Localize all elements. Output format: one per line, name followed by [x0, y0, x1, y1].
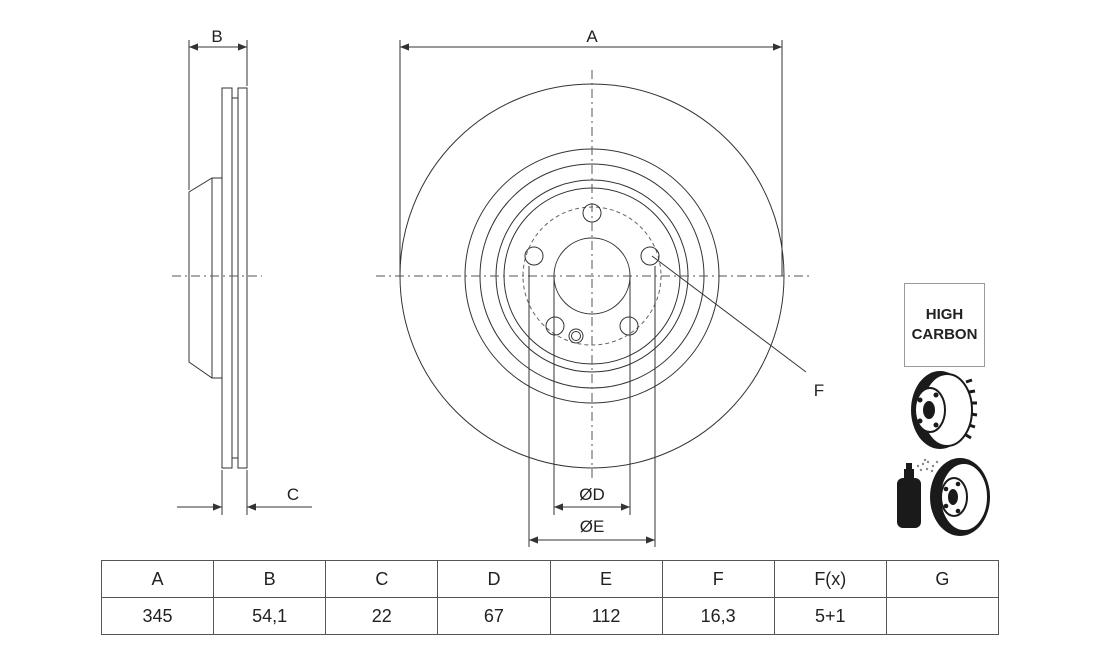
value-cell-g — [885, 597, 1000, 635]
dimension-f-label: F — [814, 381, 824, 400]
header-cell-f: F — [661, 560, 775, 598]
header-cell-b: B — [213, 560, 327, 598]
value-cell-f: 16,3 — [661, 597, 775, 635]
value-cell-b: 54,1 — [213, 597, 327, 635]
dimension-d-label: ØD — [579, 485, 605, 504]
badge-line-1: HIGH — [925, 306, 964, 323]
value-cell-fx: 5+1 — [773, 597, 887, 635]
front-view: A ØD ØE F — [376, 27, 824, 547]
spray-coated-disc-icon — [897, 458, 990, 536]
side-view: B C — [172, 27, 312, 515]
spec-table-header-row: A B C D E F F(x) G — [100, 560, 1000, 598]
value-cell-d: 67 — [437, 597, 551, 635]
spec-table-value-row: 345 54,1 22 67 112 16,3 5+1 — [100, 597, 1000, 635]
header-cell-fx: F(x) — [773, 560, 887, 598]
dimension-e-label: ØE — [580, 517, 605, 536]
dimension-b-label: B — [211, 27, 222, 46]
spec-table: A B C D E F F(x) G 345 54,1 22 67 112 16… — [100, 560, 1000, 635]
header-cell-c: C — [325, 560, 439, 598]
header-cell-a: A — [100, 560, 215, 598]
header-cell-e: E — [549, 560, 663, 598]
badge-line-2: CARBON — [911, 326, 978, 343]
header-cell-d: D — [437, 560, 551, 598]
value-cell-a: 345 — [100, 597, 215, 635]
dimension-a-label: A — [586, 27, 598, 46]
ventilated-disc-icon — [911, 371, 978, 449]
header-cell-g: G — [885, 560, 1000, 598]
dimension-c-label: C — [287, 485, 299, 504]
value-cell-c: 22 — [325, 597, 439, 635]
value-cell-e: 112 — [549, 597, 663, 635]
high-carbon-badge: HIGH CARBON — [904, 283, 985, 367]
